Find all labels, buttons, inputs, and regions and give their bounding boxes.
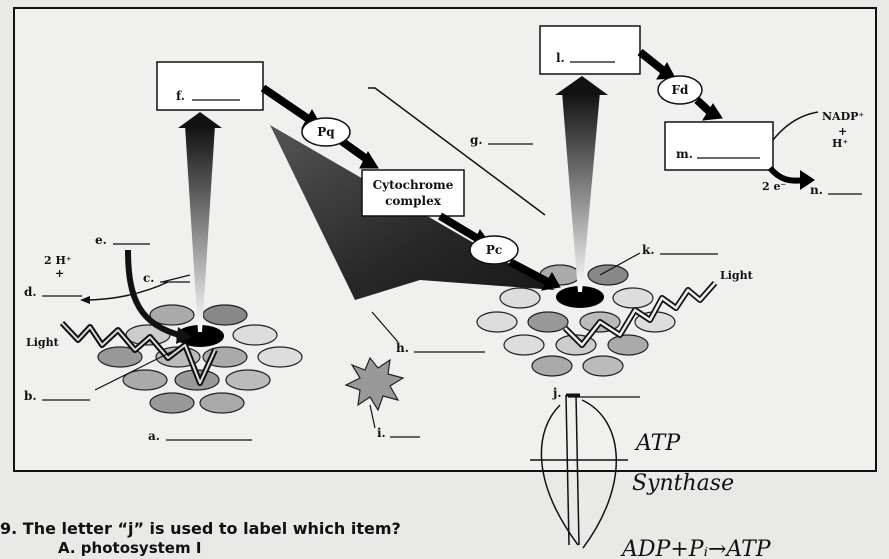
water-electron-arrowhead <box>176 327 192 344</box>
beam-arrowhead-ps1 <box>555 76 608 95</box>
label-e: e. <box>95 233 107 247</box>
proton-release-arrow <box>84 281 169 301</box>
label-d: d. <box>24 285 37 299</box>
nadph-arrowhead <box>800 170 815 190</box>
reaction-center-ps2 <box>176 325 224 347</box>
atp-synthase-sketch <box>530 393 628 549</box>
proton-release-arrowhead <box>80 296 90 304</box>
label-k: k. <box>642 243 655 257</box>
label-pointers <box>94 252 641 429</box>
label-g: g. <box>470 133 483 147</box>
light-label-left: Light <box>26 336 60 349</box>
two-h-label: 2 H⁺ <box>44 254 72 267</box>
water-electron-arrow <box>125 249 184 339</box>
handwriting-synthase: Synthase <box>632 471 734 496</box>
photosystem-i-antenna <box>476 264 676 377</box>
handwriting-adp: ADP+Pᵢ→ATP <box>620 537 772 559</box>
nadp-label: NADP⁺ <box>822 110 864 123</box>
box-m <box>664 121 774 171</box>
box-f <box>156 61 264 111</box>
pc-label: Pc <box>486 243 502 257</box>
two-e-label: 2 e⁻ <box>762 180 786 193</box>
light-label-right: Light <box>720 269 754 282</box>
choice-a-label: A. photosystem I <box>58 539 202 557</box>
pq-label: Pq <box>317 125 335 139</box>
cytochrome-label-2: complex <box>385 194 442 208</box>
handwriting-atp: ATP <box>634 431 681 456</box>
two-h-plus: + <box>55 267 64 280</box>
fd-label: Fd <box>672 83 690 97</box>
label-h: h. <box>396 341 409 355</box>
label-m: m. <box>676 147 693 161</box>
reaction-center-ps1 <box>556 286 604 308</box>
label-a: a. <box>148 429 160 443</box>
label-j: j. <box>552 386 562 400</box>
label-l: l. <box>556 51 565 65</box>
photosystem-ii-antenna <box>97 304 303 414</box>
cytochrome-label-1: Cytochrome <box>373 178 454 192</box>
question-text: 9. The letter “j” is used to label which… <box>0 519 889 538</box>
h-plus-label: H⁺ <box>832 137 848 150</box>
oval-fd <box>657 75 703 105</box>
oval-pq <box>301 117 351 147</box>
label-f: f. <box>176 89 185 103</box>
light-wave-right-inner <box>564 282 716 347</box>
question-text-span: 9. The letter “j” is used to label which… <box>0 519 401 538</box>
nadp-input-arrow <box>772 111 819 141</box>
label-n: n. <box>810 183 823 197</box>
label-b: b. <box>24 389 37 403</box>
beam-arrowhead-ps2 <box>178 112 222 128</box>
bracket-g <box>368 87 546 216</box>
label-i: i. <box>377 426 386 440</box>
box-cytochrome <box>361 169 465 217</box>
choice-a[interactable]: A. photosystem I <box>58 539 201 557</box>
starburst-i <box>344 356 405 412</box>
oval-pc <box>469 235 519 265</box>
excitation-beam-ps1 <box>562 92 600 292</box>
label-c: c. <box>143 271 154 285</box>
nadp-plus: + <box>838 125 847 138</box>
excitation-beam-ps2 <box>185 125 215 332</box>
light-wave-left-inner <box>61 322 216 384</box>
box-l <box>539 25 641 75</box>
